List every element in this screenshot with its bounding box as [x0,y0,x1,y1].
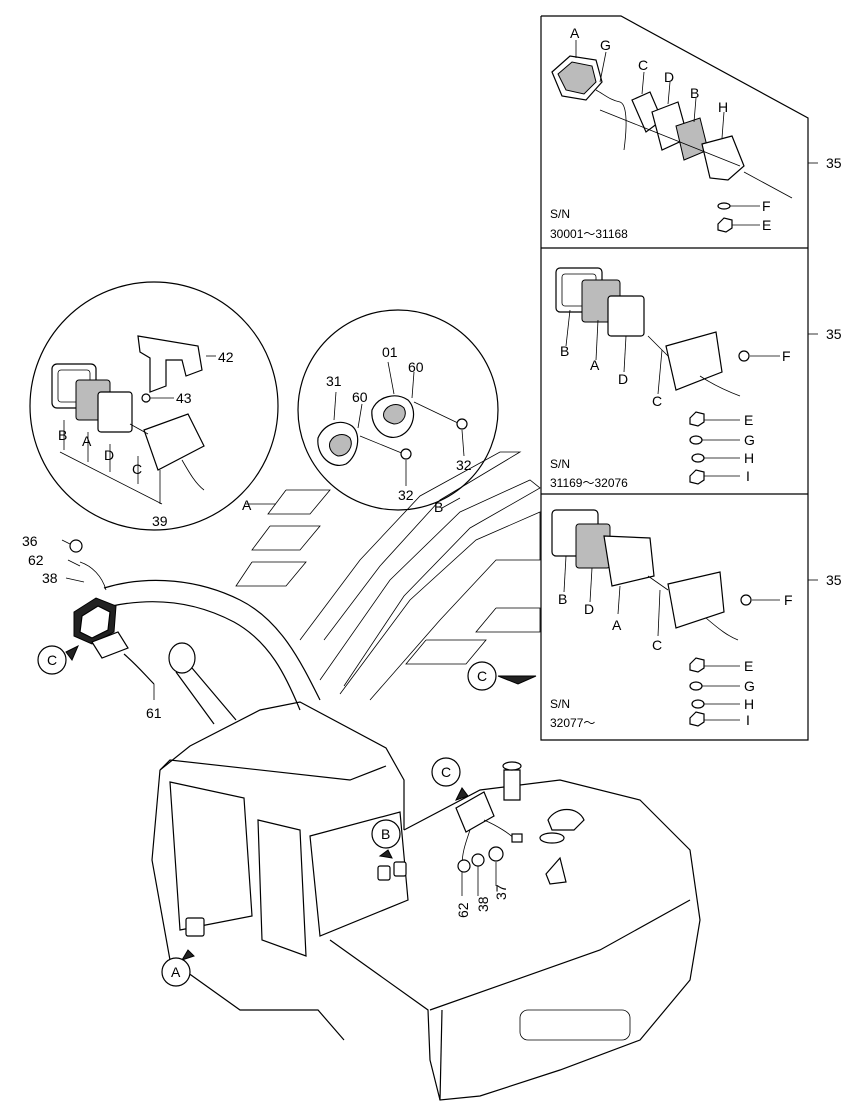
label-f-panel2: F [782,348,791,364]
callout-c-boom-text: C [47,652,57,668]
work-light-variant-3 [551,509,780,727]
detail-b-caption: B [434,499,443,515]
label-f-panel1: F [762,198,771,214]
callout-c-hood-text: C [441,764,451,780]
part-60-label-left: 60 [352,389,368,405]
part-38-label-bottom: 38 [475,896,491,912]
part-39-label: 39 [152,513,168,529]
callout-c-hood: C [431,757,461,787]
part-35-panel3: 35 [826,572,842,588]
detail-circle-a [29,281,279,531]
callout-b-cab: B [371,819,401,849]
part-43-label: 43 [176,390,192,406]
label-a-panel1: A [570,25,580,41]
label-d-circle-a: D [104,447,114,463]
label-b-panel1: B [690,85,699,101]
part-62-label-bottom: 62 [455,902,471,918]
serial-label-panel3: S/N [550,697,570,711]
boom-work-light [61,539,321,725]
callout-c-watermark: C [467,661,497,691]
callout-b-cab-text: B [381,826,390,842]
callout-c-watermark-text: C [477,668,487,684]
label-h-panel1: H [718,99,728,115]
label-e-panel1: E [762,217,771,233]
label-b-circle-a: B [58,427,67,443]
label-e-panel3: E [744,658,753,674]
label-g-panel2: G [744,432,755,448]
part-35-panel2: 35 [826,326,842,342]
label-c-panel3: C [652,637,662,653]
part-62-label-left: 62 [28,552,44,568]
label-i-panel2: I [746,468,750,484]
label-h-panel3: H [744,696,754,712]
callout-c-boom: C [37,645,67,675]
label-c-panel2: C [652,393,662,409]
detail-a-caption: A [242,497,252,513]
part-35-panel1: 35 [826,155,842,171]
label-c-circle-a: C [132,461,142,477]
part-01-label: 01 [382,344,398,360]
part-31-label: 31 [326,373,342,389]
part-38-label-left: 38 [42,570,58,586]
part-36-label: 36 [22,533,38,549]
watermark-logo [235,451,541,701]
label-c-panel1: C [638,57,648,73]
part-42-label: 42 [218,349,234,365]
serial-range-panel2: 31169～32076 [550,476,628,490]
label-e-panel2: E [744,412,753,428]
part-61-label: 61 [146,705,162,721]
label-d-panel1: D [664,69,674,85]
label-a-panel2: A [590,357,600,373]
label-g-panel1: G [600,37,611,53]
label-b-panel2: B [560,343,569,359]
variant-panels [540,15,818,741]
serial-label-panel2: S/N [550,457,570,471]
label-a-panel3: A [612,617,622,633]
label-i-panel3: I [746,712,750,728]
serial-range-panel3: 32077～ [550,716,595,730]
label-d-panel3: D [584,601,594,617]
label-f-panel3: F [784,592,793,608]
detail-circle-b [297,309,499,511]
callout-a-cab-text: A [171,964,181,980]
part-32-label-right: 32 [456,457,472,473]
label-d-panel2: D [618,371,628,387]
serial-label-panel1: S/N [550,207,570,221]
label-b-panel3: B [558,591,567,607]
serial-range-panel1: 30001～31168 [550,227,628,241]
part-37-label: 37 [493,884,509,900]
work-light-variant-2 [555,267,780,485]
part-60-label-right: 60 [408,359,424,375]
excavator-body [151,701,701,1101]
work-light-variant-1 [551,40,793,233]
label-g-panel3: G [744,678,755,694]
label-a-circle-a: A [82,433,92,449]
part-32-label-bottom: 32 [398,487,414,503]
callout-a-cab: A [161,957,191,987]
callout-leaders [65,497,537,961]
label-h-panel2: H [744,450,754,466]
